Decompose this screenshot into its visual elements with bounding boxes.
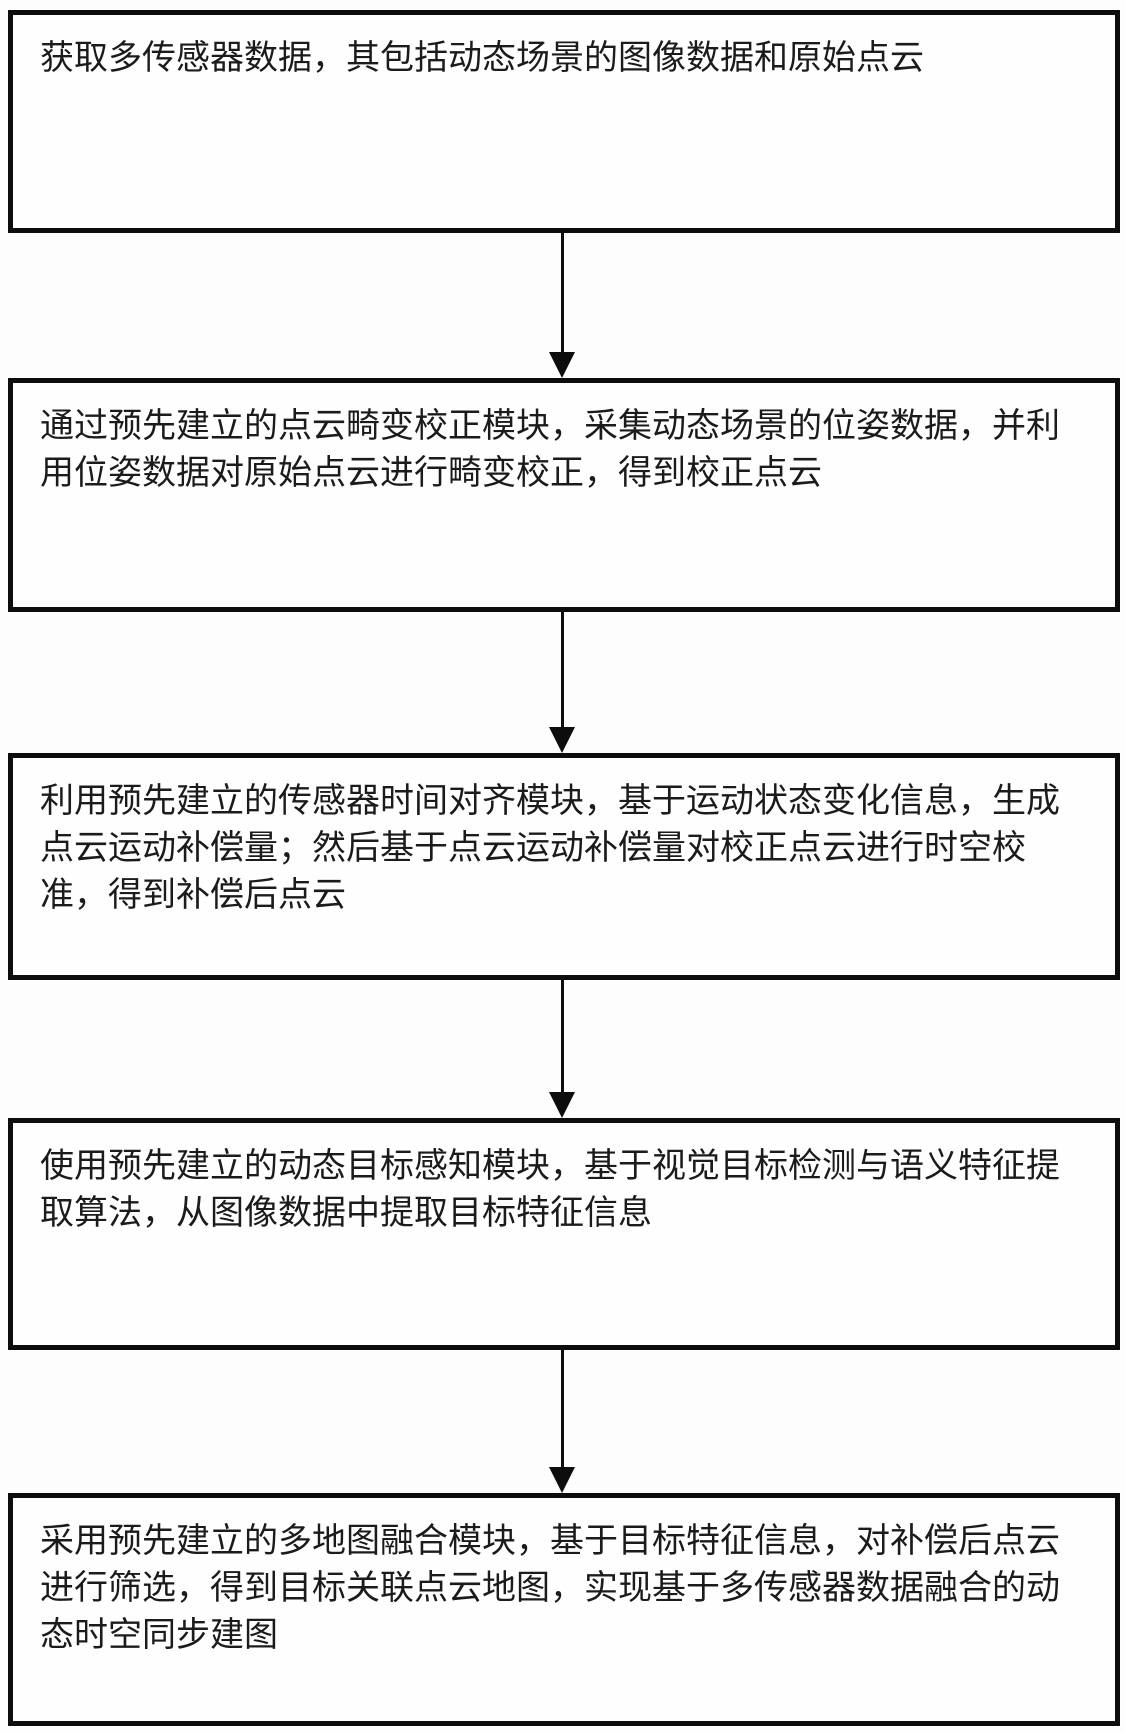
arrow-head-icon [549,352,575,378]
arrow-head-icon [549,1467,575,1493]
flow-step-2-text: 通过预先建立的点云畸变校正模块，采集动态场景的位姿数据，并利用位姿数据对原始点云… [40,408,1060,492]
arrow-stem [560,1350,564,1467]
flow-step-4-text: 使用预先建立的动态目标感知模块，基于视觉目标检测与语义特征提取算法，从图像数据中… [40,1148,1060,1232]
flow-step-1-text: 获取多传感器数据，其包括动态场景的图像数据和原始点云 [40,40,924,77]
arrow-down-icon [549,233,575,378]
arrow-head-icon [549,1092,575,1118]
arrow-down-icon [549,980,575,1118]
arrow-stem [560,612,564,727]
arrow-head-icon [549,727,575,753]
arrow-stem [560,233,564,352]
flow-step-4-box: 使用预先建立的动态目标感知模块，基于视觉目标检测与语义特征提取算法，从图像数据中… [8,1118,1120,1350]
flow-step-3-text: 利用预先建立的传感器时间对齐模块，基于运动状态变化信息，生成点云运动补偿量；然后… [40,783,1060,914]
flow-step-3-box: 利用预先建立的传感器时间对齐模块，基于运动状态变化信息，生成点云运动补偿量；然后… [8,753,1120,980]
arrow-down-icon [549,1350,575,1493]
flow-step-2-box: 通过预先建立的点云畸变校正模块，采集动态场景的位姿数据，并利用位姿数据对原始点云… [8,378,1120,612]
flow-step-1-box: 获取多传感器数据，其包括动态场景的图像数据和原始点云 [8,10,1120,233]
arrow-stem [560,980,564,1092]
flow-step-5-box: 采用预先建立的多地图融合模块，基于目标特征信息，对补偿后点云进行筛选，得到目标关… [8,1493,1120,1726]
flow-step-5-text: 采用预先建立的多地图融合模块，基于目标特征信息，对补偿后点云进行筛选，得到目标关… [40,1523,1060,1654]
arrow-down-icon [549,612,575,753]
